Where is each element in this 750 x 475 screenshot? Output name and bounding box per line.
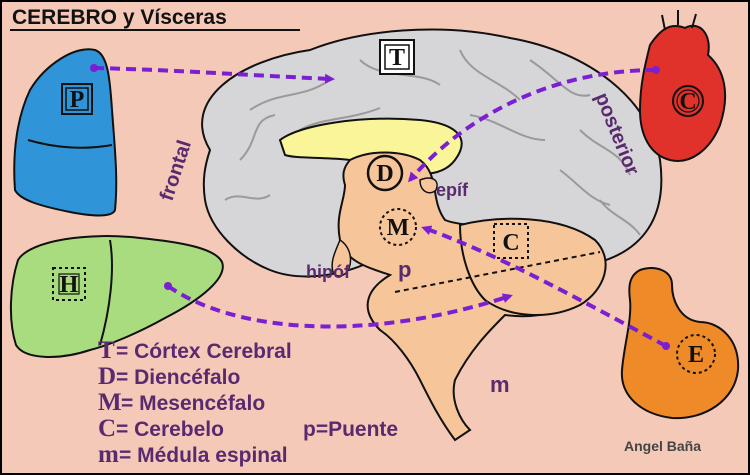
- midbrain-label-M: M: [379, 208, 417, 246]
- pineal-gland: [419, 177, 438, 194]
- liver-letter: H: [60, 272, 79, 298]
- legend-pons: p=Puente: [303, 418, 398, 441]
- arrow-lung-to-cortex: [93, 66, 335, 84]
- arrow-stomach-to-midbrain: [421, 225, 667, 348]
- pons-label: p: [398, 257, 411, 282]
- author-credit: Angel Baña: [624, 438, 701, 454]
- legend: T = Córtex Cerebral D = Diencéfalo M = M…: [98, 337, 398, 468]
- lung-letter: P: [70, 87, 85, 113]
- cerebellum-label-C: C: [493, 223, 529, 259]
- stomach-icon: E: [620, 267, 740, 420]
- cortex-gyri: [224, 49, 641, 236]
- svg-text:C: C: [502, 230, 519, 256]
- legend-text-m: = Médula espinal: [119, 444, 288, 467]
- arrow-heart-to-diencephalon: [408, 68, 657, 183]
- pituitary-gland: [331, 238, 352, 277]
- liver-icon: H: [9, 235, 224, 358]
- arrow-liver-to-cerebellum: [166, 284, 513, 329]
- legend-letter-C: C: [98, 415, 116, 442]
- heart-letter: C: [679, 89, 696, 115]
- svg-text:D: D: [376, 161, 393, 187]
- arrow-origin-dots: [90, 64, 670, 350]
- pons-boundary: [394, 251, 601, 293]
- legend-letter-m: m: [98, 441, 119, 468]
- diencephalon-label-D: D: [366, 154, 404, 192]
- legend-text-M: = Mesencéfalo: [121, 392, 265, 415]
- heart-icon: C: [638, 10, 727, 162]
- legend-text-C: = Cerebelo: [116, 418, 224, 441]
- legend-letter-M: M: [98, 389, 122, 416]
- pineal-label: epíf: [436, 180, 469, 200]
- stomach-letter: E: [688, 342, 704, 368]
- legend-text-D: = Diencéfalo: [116, 366, 240, 389]
- legend-letter-D: D: [98, 363, 116, 390]
- svg-text:M: M: [387, 215, 410, 241]
- lung-icon: P: [13, 48, 118, 217]
- pituitary-label: hipóf: [306, 262, 351, 282]
- cortex-label-T: T: [379, 39, 415, 75]
- legend-text-T: = Córtex Cerebral: [116, 340, 292, 363]
- spinal-cord-label: m: [490, 372, 510, 397]
- diagram-title: CEREBRO y Vísceras: [12, 6, 227, 29]
- legend-letter-T: T: [98, 337, 115, 364]
- svg-text:T: T: [389, 45, 405, 71]
- connection-arrows: [93, 66, 667, 348]
